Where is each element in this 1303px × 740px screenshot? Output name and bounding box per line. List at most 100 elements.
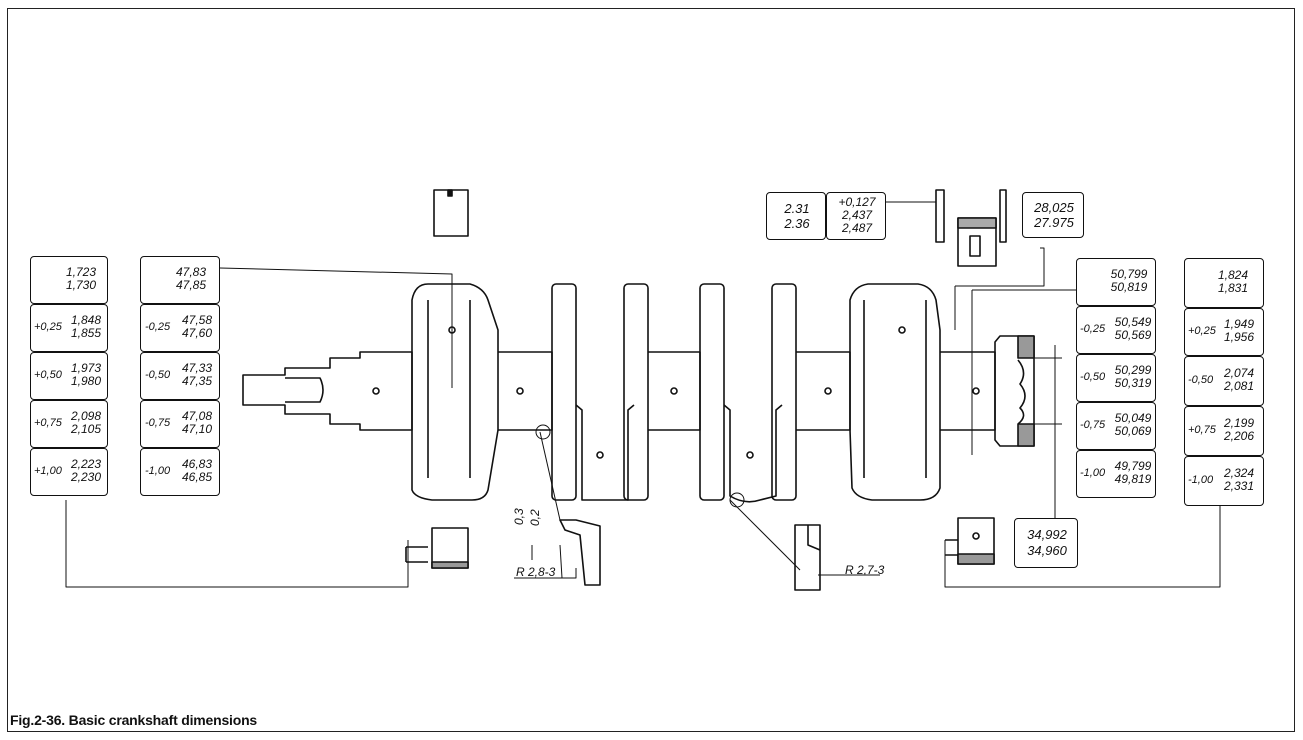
value-max: 47,35 [181, 374, 213, 388]
table-cell: -0,75 50,049 50,069 [1076, 402, 1156, 450]
chamfer-label: 0,3 [512, 508, 526, 525]
value-max: 2,331 [1223, 479, 1255, 493]
value-min: 47,08 [181, 409, 213, 423]
value-max: 2,487 [841, 221, 873, 235]
table-cell: +0,75 2,098 2,105 [30, 400, 108, 448]
table-cell: 50,799 50,819 [1076, 258, 1156, 306]
value-max: 2,105 [70, 422, 102, 436]
value-min: 1,848 [70, 313, 102, 327]
value-min: 47,33 [181, 361, 213, 375]
oversize-washer-box: +0,127 2,437 2,487 [826, 192, 886, 240]
table-cell: -1,00 46,83 46,85 [140, 448, 220, 496]
table-cell: +0,75 2,199 2,206 [1184, 406, 1264, 456]
value-max: 50,569 [1114, 328, 1152, 342]
figure-frame [7, 8, 1295, 732]
chamfer-label-2: 0,2 [528, 509, 542, 526]
value-max: 46,85 [181, 470, 213, 484]
size-prefix: +0,25 [1188, 325, 1216, 337]
washer-thickness-box: 2.31 2.36 [766, 192, 826, 240]
value-min: 2,098 [70, 409, 102, 423]
table-cell: 47,83 47,85 [140, 256, 220, 304]
value-max: 2.36 [784, 216, 810, 231]
size-prefix: -1,00 [1188, 474, 1214, 486]
leader-lines [65, 201, 1221, 588]
value-max: 47,85 [175, 278, 207, 292]
value-min: 50,049 [1114, 411, 1152, 425]
table-cell: +0,50 1,973 1,980 [30, 352, 108, 400]
table-cell: -0,25 47,58 47,60 [140, 304, 220, 352]
value-max: 28,025 [1034, 200, 1074, 215]
value-min: 47,83 [175, 265, 207, 279]
size-prefix: +0,75 [34, 417, 62, 429]
table-cell: +1,00 2,223 2,230 [30, 448, 108, 496]
value-max: 1,956 [1223, 330, 1255, 344]
value-min: 2,074 [1223, 366, 1255, 380]
value-min: 1,949 [1223, 317, 1255, 331]
value-min: 2,437 [841, 208, 873, 222]
value-max: 1,980 [70, 374, 102, 388]
table-thrust-washer-thickness: 1,723 1,730 +0,25 1,848 1,855 +0,50 1,97… [30, 256, 108, 496]
size-prefix: -0,25 [1080, 323, 1106, 335]
size-prefix: -0,50 [1080, 371, 1106, 383]
table-cell: +0,25 1,848 1,855 [30, 304, 108, 352]
size-prefix: +1,00 [34, 465, 62, 477]
size-prefix: -1,00 [145, 465, 171, 477]
table-cell: -0,50 2,074 2,081 [1184, 356, 1264, 406]
oversize-value: +0,127 [838, 195, 876, 209]
size-prefix: -0,75 [145, 417, 171, 429]
size-prefix: +0,25 [34, 321, 62, 333]
value-max: 2,206 [1223, 429, 1255, 443]
size-prefix: -0,50 [1188, 374, 1214, 386]
table-cell: -0,50 47,33 47,35 [140, 352, 220, 400]
fillet-radius-right: R 2,7-3 [845, 563, 885, 577]
value-max: 34,992 [1027, 527, 1067, 542]
table-cell: 1,723 1,730 [30, 256, 108, 304]
value-min: 50,549 [1114, 315, 1152, 329]
value-max: 1,730 [65, 278, 97, 292]
value-max: 1,831 [1217, 281, 1249, 295]
value-min: 46,83 [181, 457, 213, 471]
value-max: 49,819 [1114, 472, 1152, 486]
table-cell: -0,50 50,299 50,319 [1076, 354, 1156, 402]
size-prefix: +0,50 [34, 369, 62, 381]
value-max: 47,60 [181, 326, 213, 340]
value-min: 34,960 [1027, 543, 1067, 558]
value-max: 50,069 [1114, 424, 1152, 438]
value-min: 2,324 [1223, 466, 1255, 480]
value-max: 50,319 [1114, 376, 1152, 390]
value-min: 1,973 [70, 361, 102, 375]
value-min: 2,223 [70, 457, 102, 471]
value-min: 47,58 [181, 313, 213, 327]
table-cell: -1,00 2,324 2,331 [1184, 456, 1264, 506]
value-min: 49,799 [1114, 459, 1152, 473]
size-prefix: -0,75 [1080, 419, 1106, 431]
flange-width-box: 28,025 27.975 [1022, 192, 1084, 238]
table-cell: 1,824 1,831 [1184, 258, 1264, 308]
value-max: 2,230 [70, 470, 102, 484]
value-min: 50,799 [1110, 267, 1148, 281]
figure-caption: Fig.2-36. Basic crankshaft dimensions [10, 712, 258, 728]
size-prefix: -0,25 [145, 321, 171, 333]
value-min: 2.31 [784, 201, 810, 216]
table-crankpin-diameter: 47,83 47,85 -0,25 47,58 47,60 -0,50 47,3… [140, 256, 220, 496]
size-prefix: -0,50 [145, 369, 171, 381]
value-min: 2,199 [1223, 416, 1255, 430]
table-main-journal-diameter: 50,799 50,819 -0,25 50,549 50,569 -0,50 … [1076, 258, 1156, 498]
crankshaft-body [242, 283, 1035, 503]
value-max: 2,081 [1223, 379, 1255, 393]
value-max: 1,855 [70, 326, 102, 340]
value-min: 50,299 [1114, 363, 1152, 377]
value-max: 50,819 [1110, 280, 1148, 294]
table-cell: -0,75 47,08 47,10 [140, 400, 220, 448]
value-min: 27.975 [1034, 215, 1074, 230]
fillet-radius-left: R 2,8-3 [516, 565, 556, 579]
value-min: 1,824 [1217, 268, 1249, 282]
flange-diameter-box: 34,992 34,960 [1014, 518, 1078, 568]
size-prefix: +0,75 [1188, 424, 1216, 436]
table-cell: -1,00 49,799 49,819 [1076, 450, 1156, 498]
value-max: 47,10 [181, 422, 213, 436]
table-cell: -0,25 50,549 50,569 [1076, 306, 1156, 354]
table-main-bearing-shell-thickness: 1,824 1,831 +0,25 1,949 1,956 -0,50 2,07… [1184, 258, 1264, 506]
table-cell: +0,25 1,949 1,956 [1184, 308, 1264, 356]
